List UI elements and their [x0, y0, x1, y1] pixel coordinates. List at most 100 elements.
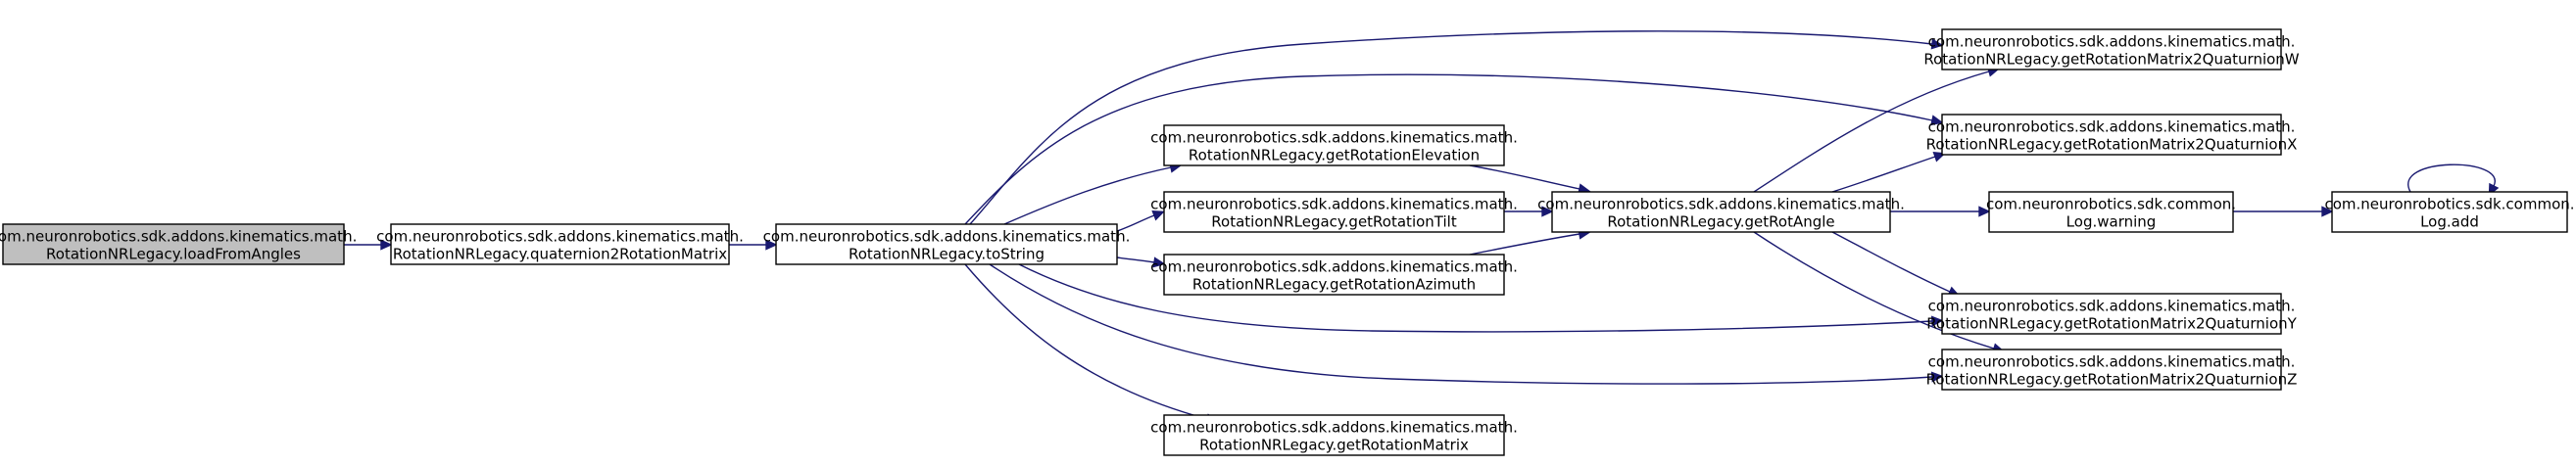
node-label-line: RotationNRLegacy.getRotationMatrix2Quatu… [1926, 371, 2298, 389]
edge-arrowhead [765, 239, 778, 251]
node-label-line: com.neuronrobotics.sdk.addons.kinematics… [1150, 129, 1518, 147]
node-label-line: Log.warning [2066, 213, 2157, 231]
node-label-line: RotationNRLegacy.getRotationMatrix2Quatu… [1923, 51, 2299, 69]
node-loadFromAngles[interactable]: com.neuronrobotics.sdk.addons.kinematics… [0, 223, 357, 265]
node-warning[interactable]: com.neuronrobotics.sdk.common.Log.warnin… [1986, 191, 2236, 233]
node-label-line: com.neuronrobotics.sdk.addons.kinematics… [1928, 33, 2296, 51]
edge-line [1003, 166, 1172, 225]
node-quaternion2RotationMatrix[interactable]: com.neuronrobotics.sdk.addons.kinematics… [376, 223, 744, 265]
node-label-line: com.neuronrobotics.sdk.addons.kinematics… [763, 228, 1131, 246]
edge-line [964, 263, 1208, 420]
node-label-line: RotationNRLegacy.getRotationMatrix2Quatu… [1926, 315, 2297, 333]
edge-arrowhead [1930, 38, 1944, 50]
node-label-line: RotationNRLegacy.getRotAngle [1607, 213, 1834, 231]
edge-toString-to-getRotationTilt [1116, 210, 1165, 232]
node-toString[interactable]: com.neuronrobotics.sdk.addons.kinematics… [763, 223, 1131, 265]
node-box [1988, 191, 2234, 233]
edge-toString-to-getRotationMatrix2QuaturnionX [964, 73, 1944, 225]
node-label-line: com.neuronrobotics.sdk.addons.kinematics… [1150, 258, 1518, 276]
edge-getRotAngle-to-warning [1890, 206, 1991, 217]
edge-getRotAngle-to-getRotationMatrix2QuaturnionX [1831, 151, 1947, 193]
node-box [1163, 414, 1505, 456]
node-box [1163, 124, 1505, 166]
edge-getRotAngle-to-getRotationMatrix2QuaturnionZ [1753, 231, 2006, 354]
edge-line [989, 263, 1933, 385]
edge-toString-to-getRotationMatrix2QuaturnionY [1018, 263, 1944, 333]
node-box [2, 223, 345, 265]
node-label-line: RotationNRLegacy.getRotationAzimuth [1192, 276, 1476, 294]
edge-add-to-add [2407, 163, 2500, 197]
edge-line [1831, 156, 1936, 193]
edge-arrowhead [1151, 210, 1165, 221]
edge-arrowhead [1930, 371, 1944, 383]
node-label-line: RotationNRLegacy.toString [849, 246, 1045, 263]
edge-loadFromAngles-to-quaternion2RotationMatrix [344, 239, 393, 251]
node-getRotationMatrix2QuaturnionZ[interactable]: com.neuronrobotics.sdk.addons.kinematics… [1926, 349, 2298, 391]
edge-arrowhead [1930, 115, 1944, 126]
node-label-line: com.neuronrobotics.sdk.common. [1986, 196, 2236, 213]
edge-line [1831, 231, 1951, 293]
edge-arrowhead [2321, 206, 2334, 217]
edge-line [969, 30, 1933, 225]
node-label-line: RotationNRLegacy.getRotationElevation [1189, 147, 1480, 164]
node-label-line: com.neuronrobotics.sdk.addons.kinematics… [376, 228, 744, 246]
edge-line [2407, 163, 2496, 193]
node-box [1163, 191, 1505, 233]
node-label-line: com.neuronrobotics.sdk.addons.kinematics… [1928, 353, 2296, 371]
node-label-line: com.neuronrobotics.sdk.addons.kinematics… [1150, 196, 1518, 213]
node-getRotationMatrix2QuaturnionX[interactable]: com.neuronrobotics.sdk.addons.kinematics… [1926, 114, 2298, 156]
node-box [1941, 114, 2282, 156]
edge-line [1116, 214, 1155, 232]
node-label-line: com.neuronrobotics.sdk.addons.kinematics… [1150, 419, 1518, 437]
edge-toString-to-getRotationMatrix2QuaturnionZ [989, 263, 1944, 385]
edge-quaternion2RotationMatrix-to-toString [729, 239, 778, 251]
node-getRotationMatrix2QuaturnionY[interactable]: com.neuronrobotics.sdk.addons.kinematics… [1926, 293, 2298, 335]
node-label-line: com.neuronrobotics.sdk.addons.kinematics… [0, 228, 357, 246]
node-box [1941, 349, 2282, 391]
node-getRotationAzimuth[interactable]: com.neuronrobotics.sdk.addons.kinematics… [1150, 254, 1518, 296]
node-box [1941, 293, 2282, 335]
node-getRotationTilt[interactable]: com.neuronrobotics.sdk.addons.kinematics… [1150, 191, 1518, 233]
node-label-line: RotationNRLegacy.loadFromAngles [46, 246, 301, 263]
edge-line [1753, 231, 1995, 350]
node-getRotAngle[interactable]: com.neuronrobotics.sdk.addons.kinematics… [1537, 191, 1905, 233]
edge-toString-to-getRotationMatrix2QuaturnionW [969, 30, 1944, 225]
edge-arrowhead [1541, 206, 1554, 217]
node-label-line: RotationNRLegacy.getRotationTilt [1211, 213, 1457, 231]
edge-line [1018, 263, 1933, 333]
edge-line [964, 73, 1933, 225]
nodes-layer: com.neuronrobotics.sdk.addons.kinematics… [0, 28, 2575, 456]
node-label-line: Log.add [2420, 213, 2479, 231]
node-add[interactable]: com.neuronrobotics.sdk.common.Log.add [2324, 191, 2575, 233]
node-label-line: RotationNRLegacy.quaternion2RotationMatr… [393, 246, 727, 263]
edge-getRotationElevation-to-getRotAngle [1469, 164, 1591, 195]
node-label-line: RotationNRLegacy.getRotationMatrix [1199, 437, 1469, 454]
edges-layer [344, 30, 2500, 425]
edge-arrowhead [1978, 206, 1991, 217]
edge-getRotationTilt-to-getRotAngle [1504, 206, 1554, 217]
node-getRotationElevation[interactable]: com.neuronrobotics.sdk.addons.kinematics… [1150, 124, 1518, 166]
node-box [1551, 191, 1891, 233]
edge-arrowhead [1152, 256, 1166, 268]
edge-toString-to-getRotationAzimuth [1116, 256, 1166, 268]
edge-arrowhead [380, 239, 393, 251]
node-label-line: com.neuronrobotics.sdk.addons.kinematics… [1928, 298, 2296, 315]
node-box [390, 223, 730, 265]
node-box [2331, 191, 2568, 233]
edge-getRotationAzimuth-to-getRotAngle [1469, 228, 1591, 256]
edge-warning-to-add [2233, 206, 2334, 217]
node-label-line: com.neuronrobotics.sdk.common. [2324, 196, 2574, 213]
edge-getRotAngle-to-getRotationMatrix2QuaturnionY [1831, 231, 1961, 297]
node-box [1941, 28, 2282, 70]
node-label-line: RotationNRLegacy.getRotationMatrix2Quatu… [1926, 136, 2298, 154]
node-box [1163, 254, 1505, 296]
edge-line [1116, 256, 1155, 263]
node-getRotationMatrix[interactable]: com.neuronrobotics.sdk.addons.kinematics… [1150, 414, 1518, 456]
edge-arrowhead [1931, 315, 1944, 327]
node-getRotationMatrix2QuaturnionW[interactable]: com.neuronrobotics.sdk.addons.kinematics… [1923, 28, 2300, 70]
edge-line [1469, 164, 1580, 190]
node-label-line: com.neuronrobotics.sdk.addons.kinematics… [1928, 118, 2296, 136]
node-box [775, 223, 1118, 265]
node-label-line: com.neuronrobotics.sdk.addons.kinematics… [1537, 196, 1905, 213]
